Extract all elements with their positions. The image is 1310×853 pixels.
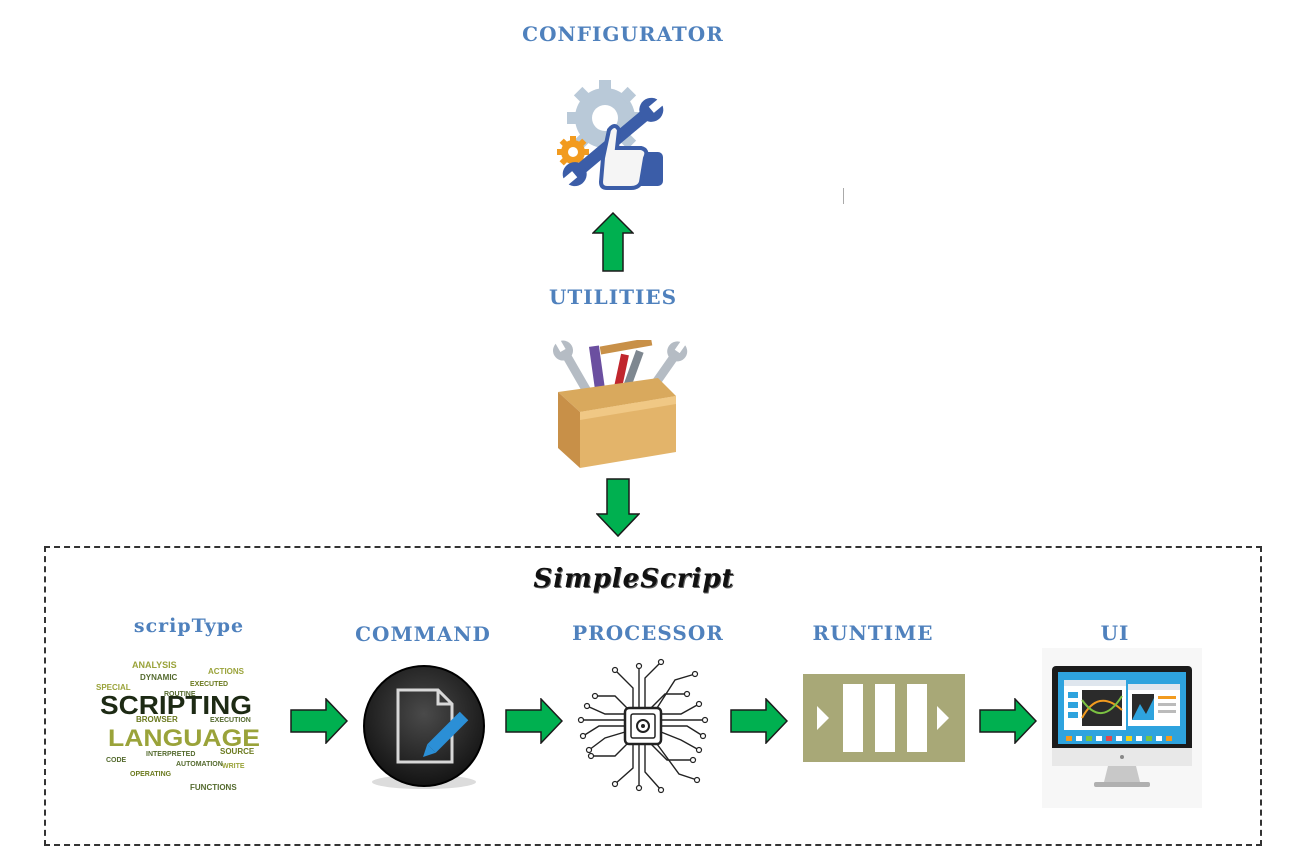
wordcloud-word: ACTIONS (208, 667, 245, 676)
configurator-label: CONFIGURATOR (522, 22, 724, 46)
command-document-icon (363, 665, 485, 789)
arrow-right-icon (730, 698, 788, 744)
screwdriver-icon (588, 345, 606, 391)
pencil-icon (423, 711, 469, 757)
utilities-label: UTILITIES (548, 285, 678, 309)
chip-gear-icon (636, 719, 650, 733)
processor-chip-icon (577, 658, 709, 794)
stage-label-runtime: RUNTIME (812, 621, 934, 645)
simplescript-title: SimpleScript (533, 564, 735, 594)
play-left-icon (817, 706, 829, 730)
ui-monitor-icon (1042, 648, 1202, 808)
simplescript-container (44, 546, 1262, 846)
arrow-up-icon (592, 212, 634, 272)
stage-label-scriptype: scripType (133, 615, 245, 637)
wordcloud-word: EXECUTION (210, 717, 251, 724)
wordcloud-word: BROWSER (136, 715, 178, 724)
thumbs-up-icon (598, 124, 663, 190)
wordcloud-word: EXECUTED (190, 681, 228, 688)
wordcloud-main-word: SCRIPTING (100, 690, 252, 720)
wordcloud-word: CODE (106, 757, 127, 764)
wordcloud-word: SOURCE (220, 747, 255, 756)
arrow-right-icon (505, 698, 563, 744)
scripting-language-wordcloud: ANALYSIS DYNAMIC EXECUTED ACTIONS SPECIA… (96, 660, 260, 792)
text-cursor (843, 188, 844, 204)
arrow-down-icon (596, 478, 640, 538)
wordcloud-word: SPECIAL (96, 683, 131, 692)
wordcloud-word: WRITE (222, 763, 245, 770)
arrow-right-icon (979, 698, 1037, 744)
stage-label-processor: PROCESSOR (572, 621, 724, 645)
runtime-icon (803, 674, 965, 762)
wordcloud-word: OPERATING (130, 771, 172, 778)
play-right-icon (937, 706, 949, 730)
wordcloud-word: ANALYSIS (132, 660, 177, 670)
wordcloud-word: AUTOMATION (176, 761, 223, 768)
toolbox-icon (553, 340, 688, 468)
configurator-icon (557, 80, 665, 190)
arrow-right-icon (290, 698, 348, 744)
stage-label-command: COMMAND (355, 622, 491, 646)
wordcloud-word: DYNAMIC (140, 673, 178, 682)
wordcloud-word: INTERPRETED (146, 751, 195, 758)
stage-label-ui: UI (1100, 621, 1130, 645)
wordcloud-word: FUNCTIONS (190, 783, 237, 792)
wordcloud-main-word: LANGUAGE (108, 725, 260, 752)
wordcloud-word: ROUTINE (164, 691, 196, 698)
